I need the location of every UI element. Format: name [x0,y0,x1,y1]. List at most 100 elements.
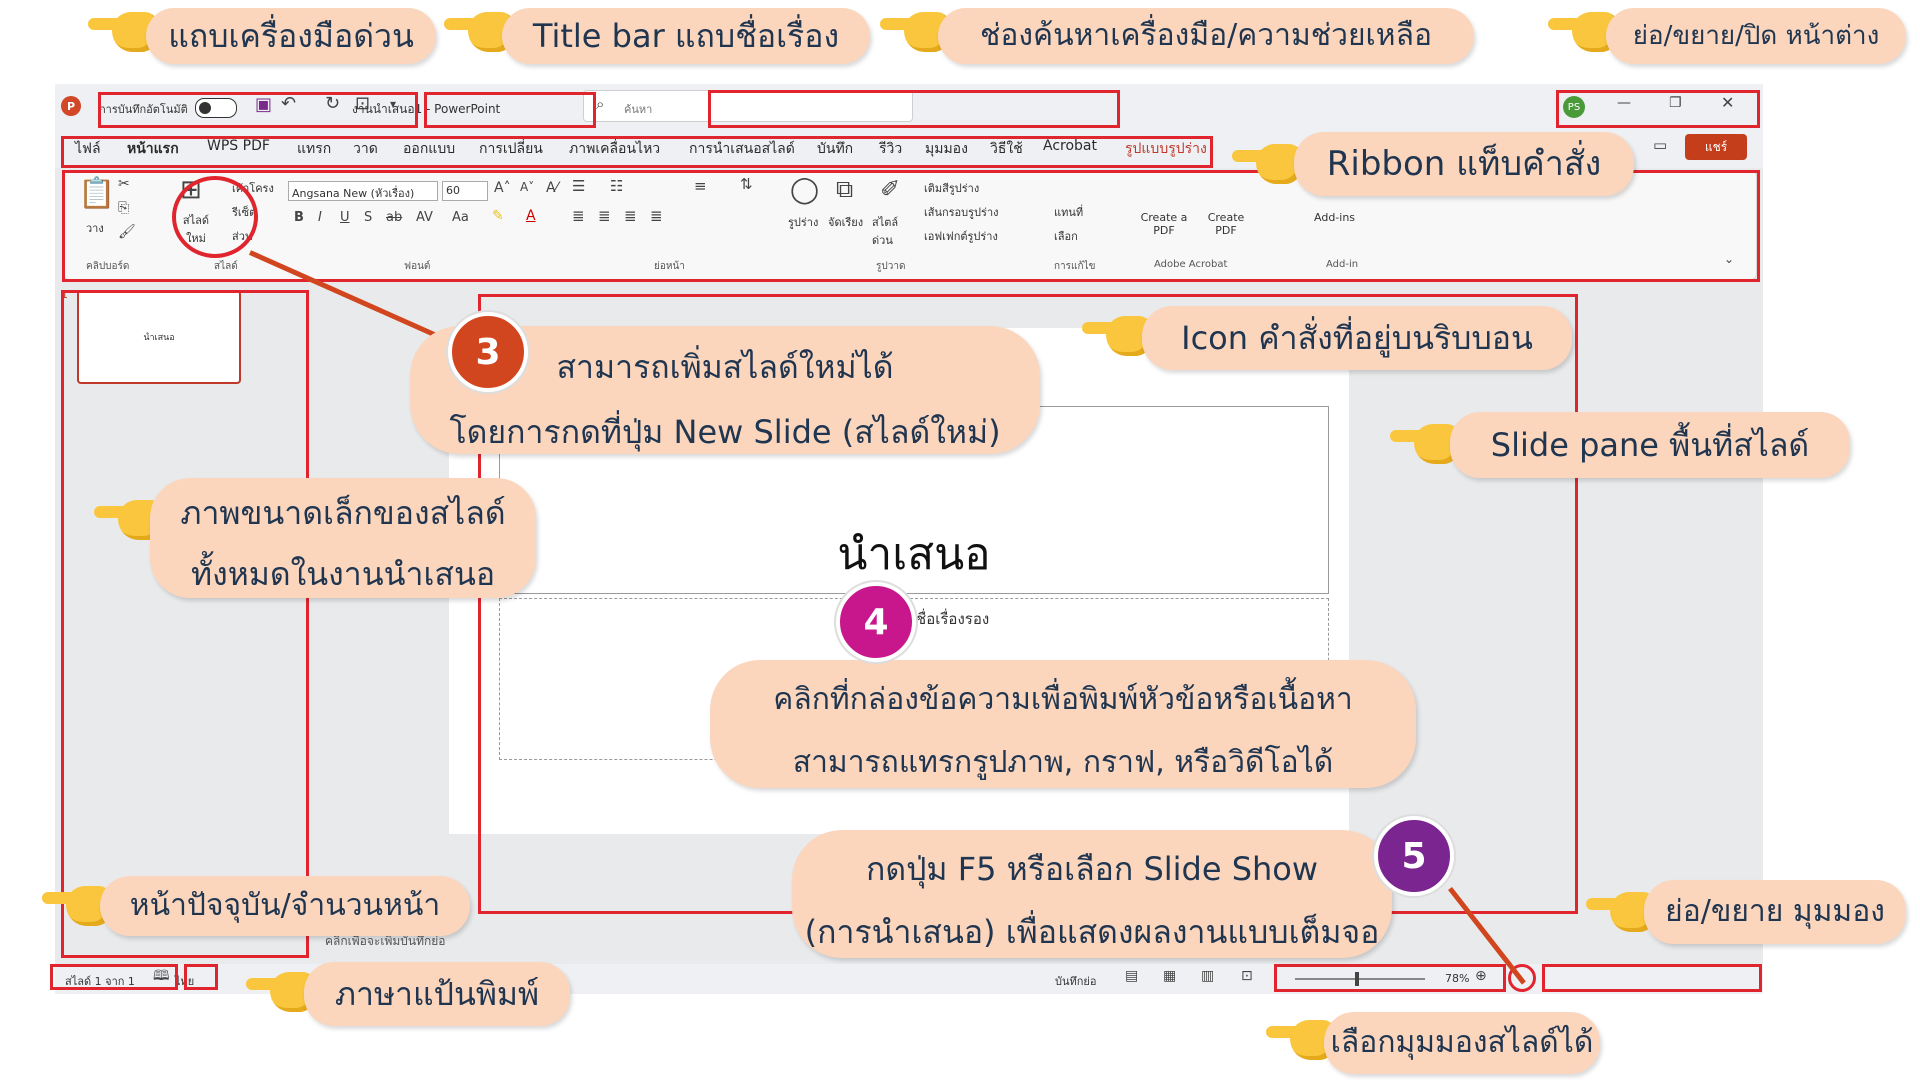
increase-font-icon[interactable]: A˄ [494,180,511,196]
underline-icon[interactable]: U [340,210,350,225]
collapse-ribbon-icon[interactable]: ⌄ [1724,252,1735,266]
tab-insert[interactable]: แทรก [297,141,332,157]
text-direction-icon[interactable]: ⇅ [740,175,753,193]
copy-icon[interactable]: ⎘ [118,200,130,216]
tab-acrobat[interactable]: Acrobat [1043,138,1097,154]
callout-textbox-line2: สามารถแทรกรูปภาพ, กราฟ, หรือวิดีโอได้ [792,745,1334,780]
tab-shape-format[interactable]: รูปแบบรูปร่าง [1125,141,1207,157]
share-label: แชร์ [1704,139,1728,154]
notes-placeholder[interactable]: คลิกเพื่อจะเพิ่มบันทึกย่อ [325,934,446,948]
addins-button[interactable]: Add-ins [1314,211,1356,224]
clear-format-icon[interactable]: A⁄ [546,180,558,196]
minimize-icon[interactable]: — [1617,95,1631,111]
tab-review[interactable]: รีวิว [879,141,903,157]
callout-search: ช่องค้นหาเครื่องมือ/ความช่วยเหลือ [938,8,1474,64]
highlight-icon[interactable]: ✎ [492,208,504,224]
callout-icon: Icon คำสั่งที่อยู่บนริบบอน [1142,306,1572,370]
highlight-search [708,90,1120,128]
callout-title-bar: Title bar แถบชื่อเรื่อง [502,8,870,64]
create-pdf-button[interactable]: Create PDF [1207,211,1245,237]
accessibility-icon[interactable]: 🕮 [153,968,170,984]
zoom-slider[interactable] [1295,972,1425,986]
highlight-window-controls [1556,90,1760,128]
arrange-icon[interactable]: ⧉ [836,175,854,203]
paste-icon[interactable]: 📋 [78,176,116,211]
fit-slide-icon[interactable]: ⊕ [1475,968,1487,984]
shapes-icon[interactable]: ◯ [790,175,820,205]
tab-file[interactable]: ไฟล์ [75,141,101,157]
callout-slideshow-line2: (การนำเสนอ) เพื่อแสดงผลงานแบบเต็มจอ [804,913,1380,951]
tab-help[interactable]: วิธีใช้ [990,141,1023,157]
callout-views-text: เลือกมุมมองสไลด์ได้ [1330,1025,1594,1060]
undo-icon[interactable]: ↶ [281,93,297,114]
step-badge-4: 4 [836,582,916,662]
tab-wps-pdf[interactable]: WPS PDF [207,138,270,154]
font-size-select[interactable]: 60 [442,181,488,201]
restore-icon[interactable]: ❐ [1669,95,1682,111]
powerpoint-icon[interactable]: P [61,96,81,116]
tab-draw[interactable]: วาด [353,141,378,157]
change-case-icon[interactable]: Aa [452,210,469,225]
align-left-icon[interactable]: ≣ [572,207,585,225]
tab-animations[interactable]: ภาพเคลื่อนไหว [569,141,661,157]
tab-view[interactable]: มุมมอง [925,141,968,157]
strikethrough-icon[interactable]: ab [386,210,403,225]
decrease-font-icon[interactable]: A˅ [520,180,535,194]
slides-group-label: สไลด์ [214,261,238,272]
create-a-pdf-button[interactable]: Create a PDF [1140,211,1188,237]
share-button[interactable]: แชร์ [1685,134,1747,160]
callout-new-slide-line2: โดยการกดที่ปุ่ม New Slide (สไลด์ใหม่) [449,413,1001,451]
quick-styles-icon[interactable]: ✐ [880,175,901,203]
save-icon[interactable]: ▣ [255,94,273,115]
format-painter-icon[interactable]: 🖌 [118,224,136,240]
highlight-title [424,92,596,128]
callout-ribbon: Ribbon แท็บคำสั่ง [1294,132,1634,196]
autosave-label: การบันทึกอัตโนมัติ [99,103,188,116]
callout-page-count: หน้าปัจจุบัน/จำนวนหน้า [100,876,470,936]
align-center-icon[interactable]: ≣ [598,207,611,225]
numbering-icon[interactable]: ☷ [610,177,624,195]
presentation-icon[interactable]: ⊡ [355,93,371,114]
slide-sorter-icon[interactable]: ▦ [1163,968,1177,984]
customize-qat-icon[interactable]: ▾ [390,97,397,111]
tab-record[interactable]: บันทึก [817,141,854,157]
paragraph-group-label: ย่อหน้า [654,261,685,272]
shape-outline-button[interactable]: เส้นกรอบรูปร่าง [924,206,999,219]
select-button[interactable]: เลือก [1054,230,1078,243]
callout-textbox: คลิกที่กล่องข้อความเพื่อพิมพ์หัวข้อหรือเ… [710,660,1416,788]
character-spacing-icon[interactable]: AV [416,210,433,225]
tab-slideshow[interactable]: การนำเสนอสไลด์ [689,141,795,157]
callout-page-count-text: หน้าปัจจุบัน/จำนวนหน้า [129,888,441,923]
bold-icon[interactable]: B [294,210,304,225]
slide-title: นำเสนอ [837,529,991,580]
font-color-icon[interactable]: A [526,208,536,224]
reading-view-icon[interactable]: ▥ [1201,968,1215,984]
slideshow-icon[interactable]: ⊡ [1241,968,1253,984]
search-icon: ⌕ [596,95,605,113]
shadow-icon[interactable]: S [364,210,373,225]
avatar[interactable]: PS [1563,96,1585,118]
search-placeholder: ค้นหา [624,103,653,116]
normal-view-icon[interactable]: ▤ [1125,968,1139,984]
tab-home[interactable]: หน้าแรก [127,141,179,157]
justify-icon[interactable]: ≣ [650,207,663,225]
tab-transitions[interactable]: การเปลี่ยน [479,141,543,157]
slide-thumbnail[interactable]: นำเสนอ [77,290,241,384]
autosave-toggle[interactable] [195,98,237,118]
close-icon[interactable]: ✕ [1721,93,1735,112]
shapes-label: รูปร่าง [788,216,819,229]
bullets-icon[interactable]: ☰ [572,177,586,195]
notes-button[interactable]: บันทึกย่อ [1055,975,1097,988]
redo-icon[interactable]: ↻ [325,93,341,114]
line-spacing-icon[interactable]: ≡ [694,177,707,195]
align-right-icon[interactable]: ≣ [624,207,637,225]
highlight-language [184,964,218,990]
replace-button[interactable]: แทนที่ [1054,206,1084,219]
font-name-select[interactable]: Angsana New (หัวเรื่อง) [288,181,438,201]
cut-icon[interactable]: ✂ [118,176,130,192]
shape-fill-button[interactable]: เติมสีรูปร่าง [924,182,980,195]
comments-icon[interactable]: ▭ [1653,136,1668,154]
tab-design[interactable]: ออกแบบ [403,141,456,157]
italic-icon[interactable]: I [318,210,322,225]
shape-effects-button[interactable]: เอฟเฟกต์รูปร่าง [924,230,998,243]
